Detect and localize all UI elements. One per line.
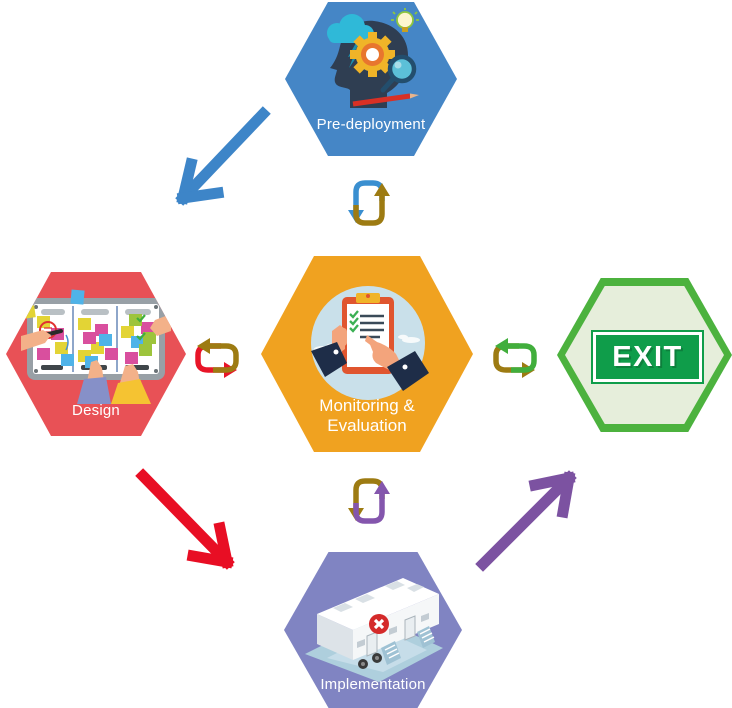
pencil-icon (352, 93, 411, 107)
mobile-unit-icon (305, 578, 443, 682)
node-label-pre-deployment: Pre-deployment (316, 116, 426, 133)
checkmarks (349, 310, 359, 333)
sync-arrows-icon-design-monitoring (195, 338, 239, 378)
node-label-implementation: Implementation (320, 676, 426, 693)
sync-arrows-icon-pre-monitoring (348, 180, 390, 226)
hex-design: Design (6, 272, 186, 436)
thinking-head-icon (327, 8, 419, 109)
sync-arrows-icon-implementation-monitoring (348, 478, 390, 524)
left-hand (311, 325, 347, 377)
sticky-notes (22, 289, 156, 368)
hands (21, 314, 171, 404)
hex-pre-deployment: Pre-deployment (285, 2, 457, 156)
hex-monitoring-evaluation: Monitoring & Evaluation (261, 256, 473, 452)
hex-exit: EXIT (557, 278, 732, 432)
sync-arrows-icon-monitoring-exit (493, 338, 537, 378)
pointing-hand (365, 335, 429, 391)
hex-implementation: Implementation (284, 552, 462, 708)
arrow-design-to-implementation (135, 468, 235, 570)
lightbulb-icon (391, 8, 419, 29)
exit-sign: EXIT (593, 332, 702, 382)
magnifier-icon (387, 54, 417, 84)
node-label-design: Design (72, 402, 120, 419)
checkmarks (136, 314, 146, 341)
design-board-icon (21, 289, 171, 404)
exit-sign-label: EXIT (612, 340, 683, 373)
clipboard-checklist-icon (311, 286, 429, 400)
arrow-implementation-to-exit (475, 470, 577, 572)
arrow-pre-to-design (175, 106, 271, 206)
node-label-monitoring-evaluation: Monitoring & Evaluation (319, 396, 415, 435)
